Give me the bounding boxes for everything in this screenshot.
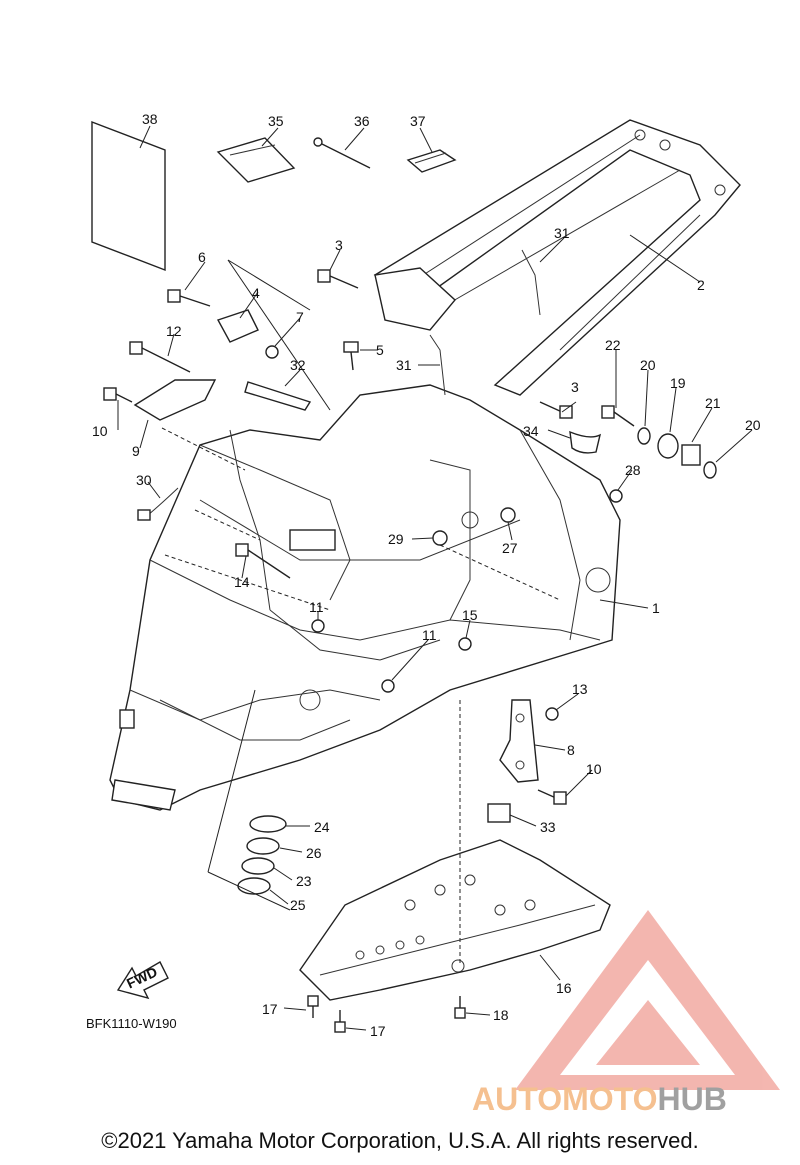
callout-10-right: 10	[586, 761, 602, 777]
callout-26: 26	[306, 845, 322, 861]
callout-36: 36	[354, 113, 370, 129]
nut-11-b	[381, 679, 395, 693]
callout-21: 21	[705, 395, 721, 411]
callout-22: 22	[605, 337, 621, 353]
leader-lines	[117, 125, 753, 1031]
watermark-logo	[515, 910, 780, 1090]
part-27	[500, 507, 516, 523]
callout-32: 32	[290, 357, 306, 373]
callout-14: 14	[234, 574, 250, 590]
callout-30: 30	[136, 472, 152, 488]
clamp-30	[137, 487, 179, 521]
skid-plate-16	[299, 839, 611, 1001]
bolt-22	[601, 405, 635, 427]
callout-1: 1	[652, 600, 660, 616]
callout-16: 16	[556, 980, 572, 996]
collar-21	[681, 444, 701, 466]
watermark-part2: HUB	[657, 1081, 726, 1117]
main-frame-1	[109, 384, 621, 811]
callout-3-lower: 3	[571, 379, 579, 395]
callout-2: 2	[697, 277, 705, 293]
callout-23: 23	[296, 873, 312, 889]
strap-37	[406, 149, 457, 173]
nut-11-a	[311, 619, 325, 633]
callout-13: 13	[572, 681, 588, 697]
callout-19: 19	[670, 375, 686, 391]
bolt-12	[129, 341, 191, 373]
nut-15	[458, 637, 472, 651]
washer-20-a	[637, 427, 651, 445]
callout-11-b: 11	[422, 627, 437, 643]
callout-34: 34	[523, 423, 539, 439]
bolt-17-a	[307, 995, 319, 1018]
bolt-6	[167, 289, 211, 307]
callout-20-a: 20	[640, 357, 656, 373]
bracket-4	[216, 309, 259, 343]
watermark-wordmark: AUTOMOTOHUB	[472, 1081, 727, 1117]
rear-frame-2	[373, 119, 741, 396]
bolt-5	[343, 341, 359, 371]
rubber-33	[487, 803, 511, 823]
callout-18: 18	[493, 1007, 509, 1023]
callout-28: 28	[625, 462, 641, 478]
bolt-3-upper	[317, 269, 359, 289]
plug-29	[432, 530, 448, 546]
callout-4: 4	[252, 285, 260, 301]
bolt-14	[235, 543, 291, 579]
callout-27: 27	[502, 540, 518, 556]
bracket-9	[133, 379, 217, 421]
ring-24	[249, 815, 287, 833]
callout-8: 8	[567, 742, 575, 758]
callout-15: 15	[462, 607, 478, 623]
callout-25: 25	[290, 897, 306, 913]
bracket-8	[499, 699, 539, 783]
watermark-part1: AUTOMOTO	[472, 1081, 657, 1117]
callout-31-lower: 31	[396, 357, 412, 373]
callout-24: 24	[314, 819, 330, 835]
cable-31-upper	[521, 249, 541, 316]
nut-7	[265, 345, 279, 359]
svg-text:AUTOMOTOHUB: AUTOMOTOHUB	[472, 1081, 727, 1117]
fwd-arrow-icon: FWD	[116, 961, 169, 1000]
callout-35: 35	[268, 113, 284, 129]
copyright-notice: ©2021 Yamaha Motor Corporation, U.S.A. A…	[101, 1128, 699, 1153]
part-34	[569, 430, 602, 454]
ring-23	[241, 857, 275, 875]
nut-28	[609, 489, 623, 503]
callout-38: 38	[142, 111, 158, 127]
callout-29: 29	[388, 531, 404, 547]
callout-3-upper: 3	[335, 237, 343, 253]
bolt-18	[454, 996, 466, 1019]
callout-7: 7	[296, 309, 304, 325]
bolt-10-left	[103, 387, 133, 403]
bolt-17-b	[334, 1010, 346, 1033]
ring-25	[237, 877, 271, 895]
callout-12: 12	[166, 323, 182, 339]
callout-31-upper: 31	[554, 225, 570, 241]
callout-20-b: 20	[745, 417, 761, 433]
ring-26	[246, 837, 280, 855]
callout-33: 33	[540, 819, 556, 835]
cable-31-lower	[429, 334, 446, 396]
tool-36	[313, 137, 371, 169]
washer-20-b	[703, 461, 717, 479]
bolt-3-lower	[539, 401, 573, 419]
diagram-code: BFK1110-W190	[86, 1016, 177, 1031]
callout-labels: 1 2 3 3 4 5 6 7 8 9 10 10 11 11 12 13 14…	[92, 111, 761, 1039]
callout-37: 37	[410, 113, 426, 129]
nut-13	[545, 707, 559, 721]
callout-17-b: 17	[370, 1023, 386, 1039]
callout-5: 5	[376, 342, 384, 358]
callout-17-a: 17	[262, 1001, 278, 1017]
manual-sheet-38	[91, 120, 166, 272]
callout-6: 6	[198, 249, 206, 265]
callout-11-a: 11	[309, 599, 324, 615]
callout-9: 9	[132, 443, 140, 459]
bushing-19	[657, 433, 679, 459]
part-32	[244, 381, 312, 411]
label-35	[216, 137, 296, 183]
bolt-10-right	[537, 789, 567, 805]
callout-10-left: 10	[92, 423, 108, 439]
